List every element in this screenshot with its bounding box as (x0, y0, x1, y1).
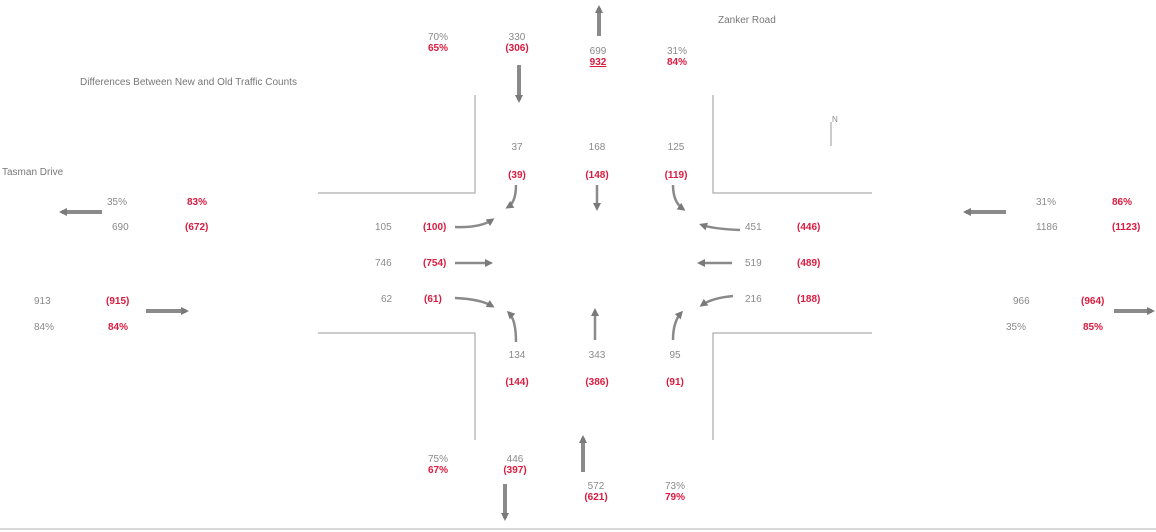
s-out-pct-new: 67% (427, 465, 449, 476)
curb-nw (318, 95, 476, 194)
s-right-old: 95 (669, 350, 681, 361)
arrow-sb-left-turn (506, 310, 518, 343)
w-left-new: (100) (423, 222, 447, 233)
arrow-nb-left-turn (671, 184, 686, 211)
e-right-old: 451 (745, 222, 762, 233)
e-out-total-old: 966 (1013, 296, 1030, 307)
arrow-eb-left-turn (699, 294, 734, 307)
w-right-old: 62 (381, 294, 393, 305)
north-label: N (832, 115, 838, 124)
n-in-pct-old: 70% (427, 32, 449, 43)
w-out-total-new: (672) (185, 222, 209, 233)
e-pct2-new: 85% (1083, 322, 1104, 333)
e-out-total-new: (964) (1081, 296, 1105, 307)
curb-sw (318, 332, 476, 440)
e-in-total-new: (1123) (1112, 222, 1141, 233)
w-left-old: 105 (375, 222, 392, 233)
e-left-old: 216 (745, 294, 762, 305)
arrow-nb-right-turn (505, 184, 518, 209)
s-in-total-new: (621) (584, 492, 608, 503)
n-thru-new: (148) (585, 170, 609, 181)
s-out-pct-old: 75% (427, 454, 449, 465)
w-out-pct-old: 35% (107, 197, 128, 208)
curb-ne (712, 95, 872, 194)
w-in-pct-old: 84% (34, 322, 55, 333)
s-out-total-new: (397) (503, 465, 527, 476)
street-name-tasman: Tasman Drive (2, 167, 64, 178)
n-right-old: 37 (511, 142, 523, 153)
arrow-wb-right-turn (454, 296, 495, 308)
street-name-zanker: Zanker Road (718, 15, 776, 26)
n-in-total-old: 330 (508, 32, 526, 43)
w-thru-new: (754) (423, 258, 447, 269)
s-in-pct-old: 73% (664, 481, 686, 492)
e-in-total-old: 1186 (1036, 222, 1058, 233)
s-in-pct-new: 79% (664, 492, 686, 503)
w-in-pct-new: 84% (108, 322, 129, 333)
e-out-pct-new: 86% (1112, 197, 1133, 208)
arrow-eb-right-turn (699, 222, 741, 232)
n-right-new: (39) (508, 170, 526, 181)
diagram-title: Differences Between New and Old Traffic … (80, 77, 297, 88)
e-out-pct-old: 31% (1036, 197, 1057, 208)
w-in-total-new: (915) (106, 296, 130, 307)
n-out-total-new: 932 (589, 57, 607, 68)
n-thru-old: 168 (588, 142, 606, 153)
s-thru-old: 343 (588, 350, 606, 361)
s-right-new: (91) (666, 377, 684, 388)
curb-se (712, 332, 872, 440)
w-right-new: (61) (424, 294, 442, 305)
n-left-new: (119) (664, 170, 688, 181)
n-out-pct-new: 84% (666, 57, 688, 68)
s-in-total-old: 572 (587, 481, 605, 492)
e-left-new: (188) (797, 294, 821, 305)
e-pct2-old: 35% (1006, 322, 1027, 333)
s-out-total-old: 446 (506, 454, 524, 465)
n-in-total-new: (306) (505, 43, 529, 54)
w-in-total-old: 913 (34, 296, 51, 307)
w-out-pct-new: 83% (187, 197, 208, 208)
n-out-pct-old: 31% (666, 46, 688, 57)
e-thru-new: (489) (797, 258, 821, 269)
curb-lines (318, 95, 872, 440)
arrow-sb-right-turn (671, 310, 683, 341)
n-in-pct-new: 65% (427, 43, 449, 54)
s-thru-new: (386) (585, 377, 609, 388)
e-right-new: (446) (797, 222, 821, 233)
n-left-old: 125 (667, 142, 685, 153)
s-left-new: (144) (505, 377, 529, 388)
n-out-total-old: 699 (589, 46, 607, 57)
arrow-wb-left-turn (454, 218, 495, 229)
w-thru-old: 746 (375, 258, 392, 269)
w-out-total-old: 690 (112, 222, 129, 233)
e-thru-old: 519 (745, 258, 762, 269)
s-left-old: 134 (508, 350, 526, 361)
